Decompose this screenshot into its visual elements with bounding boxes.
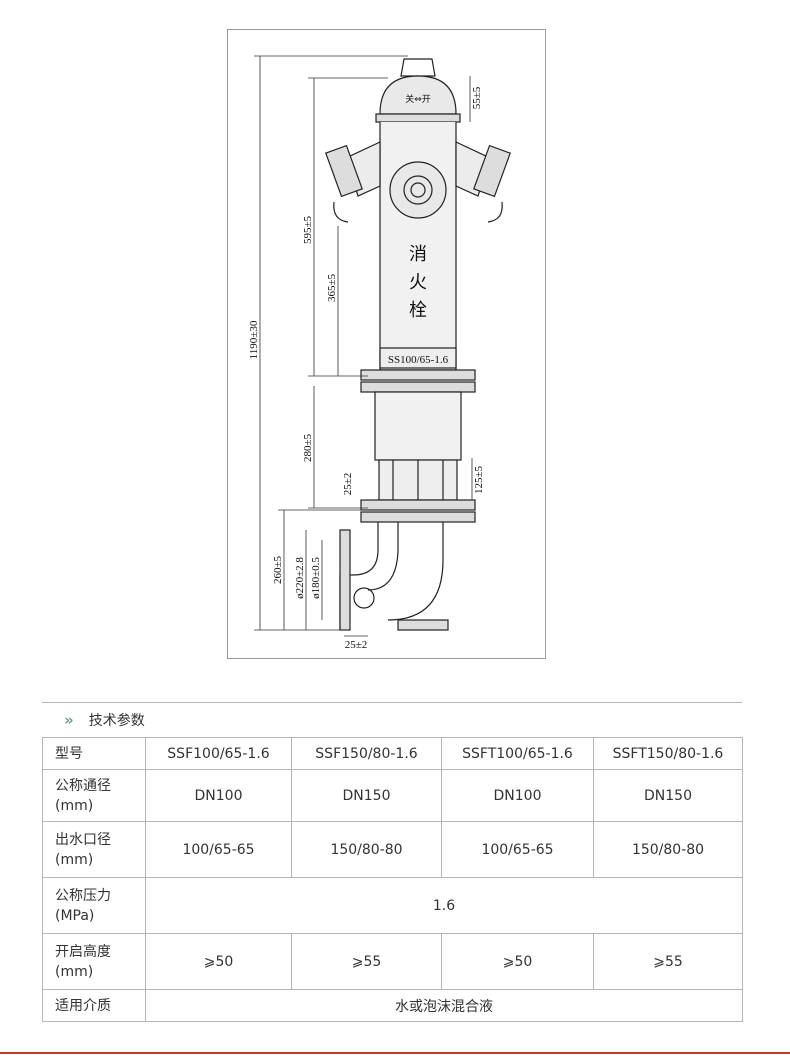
table-cell: DN100 xyxy=(145,769,292,822)
table-cell: 100/65-65 xyxy=(145,821,292,878)
hydrant-char-2: 火 xyxy=(409,272,427,293)
table-cell: DN150 xyxy=(291,769,442,822)
table-cell-merged: 水或泡沫混合液 xyxy=(145,989,743,1022)
spec-header: » 技术参数 xyxy=(42,702,742,737)
row-header: 适用介质 xyxy=(42,989,146,1022)
spec-table: 型号 SSF100/65-1.6 SSF150/80-1.6 SSFT100/6… xyxy=(42,737,743,1022)
table-row-model: 型号 SSF100/65-1.6 SSF150/80-1.6 SSFT100/6… xyxy=(42,737,743,770)
dim-dia-inner: ø180±0.5 xyxy=(310,557,322,599)
double-chevron-icon: » xyxy=(64,711,74,729)
dim-dia-outer: ø220±2.8 xyxy=(294,557,306,599)
hydrant-diagram: 消 火 栓 SS100/65-1.6 关⇔开 1190±30 595±5 365… xyxy=(248,55,511,651)
dim-flange-offset: 25±2 xyxy=(342,473,354,496)
table-cell: ⩾55 xyxy=(291,933,442,990)
dim-upper: 595±5 xyxy=(302,215,314,244)
table-cell: ⩾50 xyxy=(145,933,292,990)
spec-section: » 技术参数 型号 SSF100/65-1.6 SSF150/80-1.6 SS… xyxy=(42,702,743,1022)
row-header: 出水口径 (mm) xyxy=(42,821,146,878)
hydrant-char-1: 消 xyxy=(409,244,427,265)
table-row-opening-height: 开启高度 (mm) ⩾50 ⩾55 ⩾50 ⩾55 xyxy=(42,933,743,990)
row-header: 公称压力 (MPa) xyxy=(42,877,146,934)
dim-overall: 1190±30 xyxy=(248,320,260,359)
table-cell: SSF100/65-1.6 xyxy=(145,737,292,770)
model-plate: SS100/65-1.6 xyxy=(388,354,449,366)
dim-elbow-height: 260±5 xyxy=(272,555,284,584)
table-row-medium: 适用介质 水或泡沫混合液 xyxy=(42,989,743,1022)
table-cell: ⩾50 xyxy=(441,933,594,990)
dim-mid: 365±5 xyxy=(326,273,338,302)
table-cell: 100/65-65 xyxy=(441,821,594,878)
spec-title: 技术参数 xyxy=(88,713,145,729)
table-row-outlet-diameter: 出水口径 (mm) 100/65-65 150/80-80 100/65-65 … xyxy=(42,821,743,878)
table-row-nominal-diameter: 公称通径 (mm) DN100 DN150 DN100 DN150 xyxy=(42,769,743,822)
table-cell: SSFT100/65-1.6 xyxy=(441,737,594,770)
hydrant-char-3: 栓 xyxy=(409,300,427,321)
dim-cap: 55±5 xyxy=(471,86,483,109)
dim-elbow-offset: 25±2 xyxy=(345,639,368,651)
row-header: 型号 xyxy=(42,737,146,770)
table-cell: 150/80-80 xyxy=(291,821,442,878)
table-cell: 150/80-80 xyxy=(593,821,743,878)
table-cell: DN150 xyxy=(593,769,743,822)
row-header: 公称通径 (mm) xyxy=(42,769,146,822)
dim-side-outlet: 125±5 xyxy=(473,465,485,494)
dim-lower: 280±5 xyxy=(302,433,314,462)
valve-label: 关⇔开 xyxy=(405,93,431,105)
table-cell: SSFT150/80-1.6 xyxy=(593,737,743,770)
table-cell-merged: 1.6 xyxy=(145,877,743,934)
bottom-rule xyxy=(0,1052,790,1054)
table-row-nominal-pressure: 公称压力 (MPa) 1.6 xyxy=(42,877,743,934)
table-cell: DN100 xyxy=(441,769,594,822)
hydrant-drawing: 消 火 栓 SS100/65-1.6 关⇔开 1190±30 595±5 365… xyxy=(227,29,546,659)
row-header: 开启高度 (mm) xyxy=(42,933,146,990)
table-cell: ⩾55 xyxy=(593,933,743,990)
table-cell: SSF150/80-1.6 xyxy=(291,737,442,770)
